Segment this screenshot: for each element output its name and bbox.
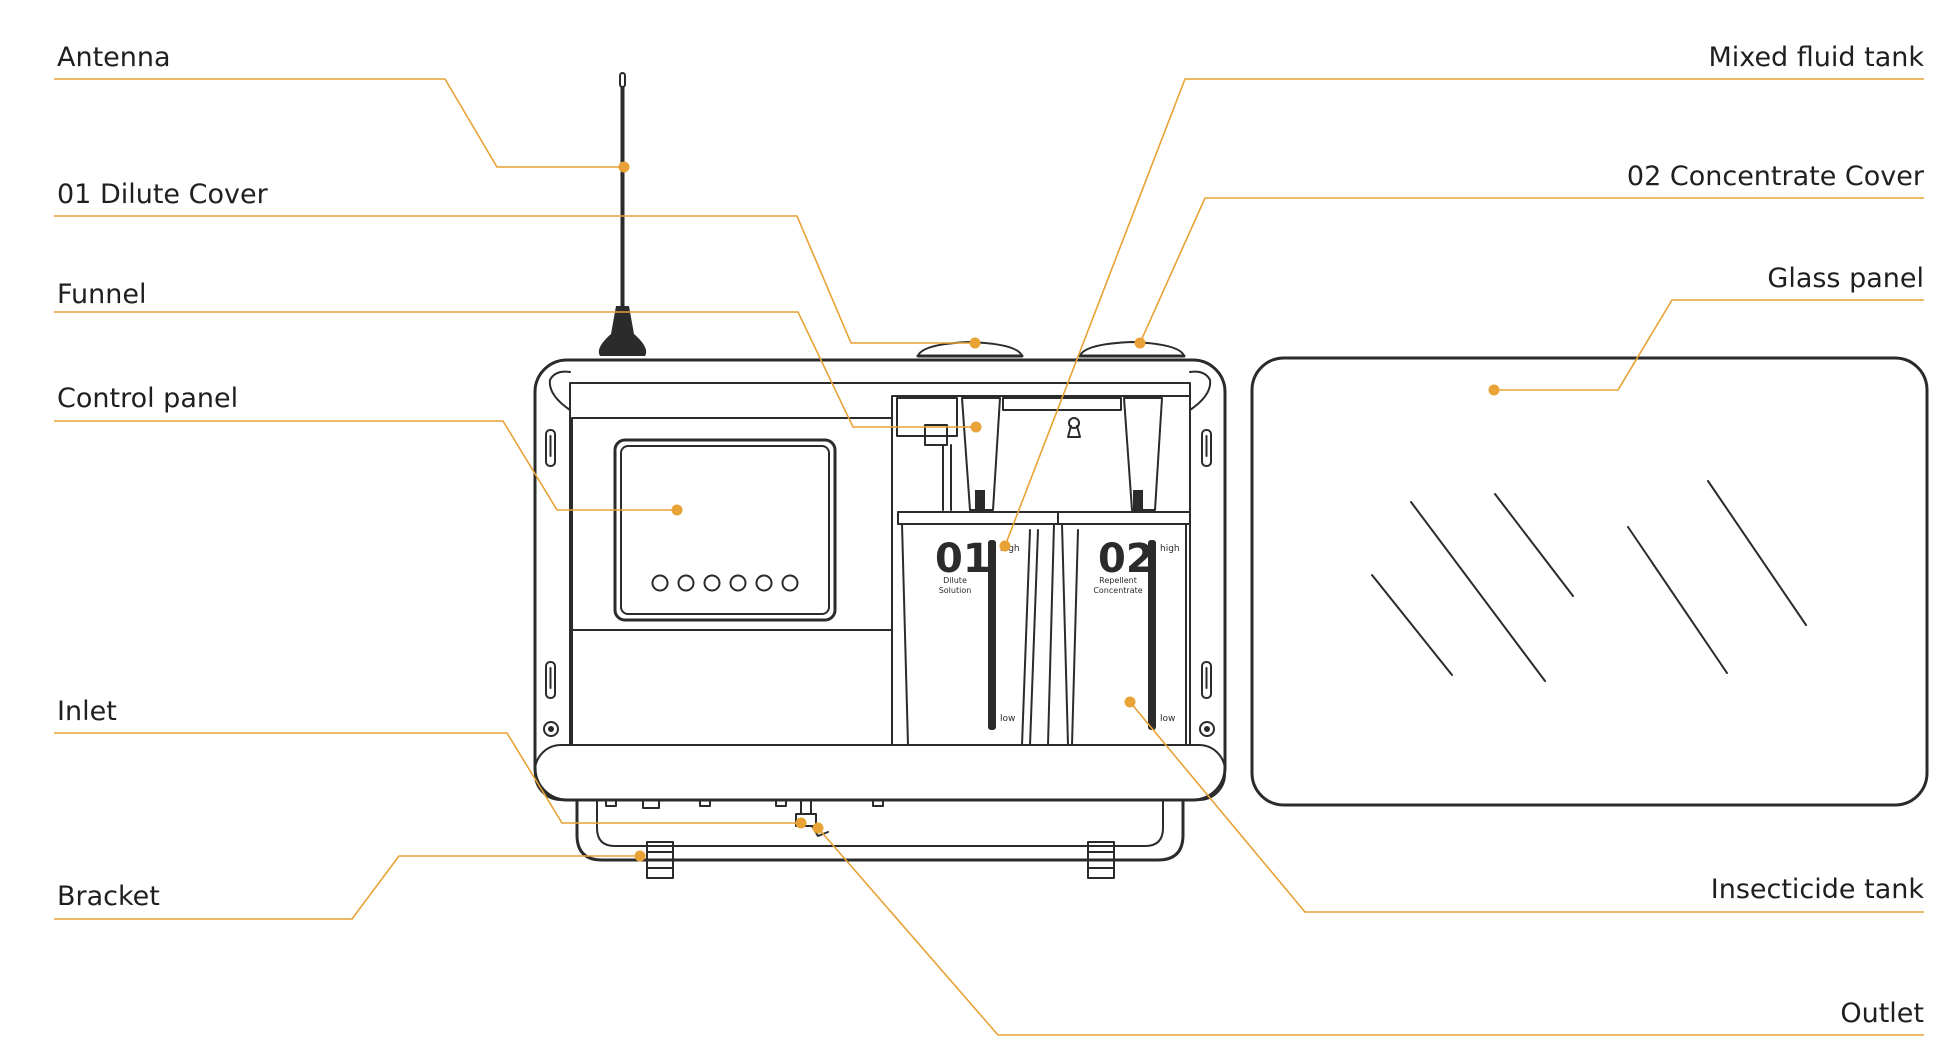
latch-right-top bbox=[1201, 429, 1212, 467]
latch-left-top bbox=[545, 429, 556, 467]
tank-02-label-line1: Repellent bbox=[1099, 576, 1137, 585]
leader-funnel bbox=[54, 311, 976, 428]
tank-01-label-line2: Solution bbox=[939, 586, 972, 595]
label-mixed-fluid-tank: Mixed fluid tank bbox=[1709, 42, 1925, 73]
label-funnel: Funnel bbox=[57, 279, 147, 310]
tank-02-number: 02 bbox=[1098, 536, 1154, 582]
leader-control-panel bbox=[54, 420, 677, 511]
leader-glass-panel bbox=[1494, 299, 1924, 391]
label-insecticide-tank: Insecticide tank bbox=[1711, 874, 1925, 905]
label-control-panel: Control panel bbox=[57, 383, 238, 414]
device: 01 Dilute Solution high low 02 Repellent… bbox=[533, 72, 1929, 879]
leader-concentrate-cover bbox=[1139, 197, 1924, 344]
dot-funnel bbox=[970, 421, 982, 433]
antenna-part bbox=[598, 72, 647, 356]
leader-bracket bbox=[54, 855, 640, 920]
latch-left-bottom bbox=[545, 661, 556, 699]
dot-antenna bbox=[618, 161, 630, 173]
dot-insecticide-tank bbox=[1124, 696, 1136, 708]
bracket-part bbox=[575, 798, 1185, 879]
leader-dilute-cover bbox=[54, 215, 975, 344]
tank-02: 02 Repellent Concentrate high low bbox=[1057, 511, 1191, 746]
callout-dots bbox=[618, 161, 1500, 862]
dot-inlet bbox=[795, 817, 807, 829]
tank-compartment bbox=[891, 395, 1191, 746]
tank-02-high: high bbox=[1160, 544, 1180, 554]
tank-02-label-line2: Concentrate bbox=[1093, 586, 1142, 595]
tank-01-low: low bbox=[1000, 714, 1015, 724]
label-glass-panel: Glass panel bbox=[1767, 263, 1924, 294]
dot-control-panel bbox=[671, 504, 683, 516]
tank-02-low: low bbox=[1160, 714, 1175, 724]
dot-bracket bbox=[634, 850, 646, 862]
leader-inlet bbox=[54, 732, 801, 824]
tank-01-number: 01 bbox=[935, 536, 991, 582]
label-bracket: Bracket bbox=[57, 881, 160, 912]
glass-reflection-lines bbox=[1371, 480, 1807, 682]
dot-concentrate-cover bbox=[1134, 337, 1146, 349]
label-inlet: Inlet bbox=[57, 696, 117, 727]
tank-01-high: high bbox=[1000, 544, 1020, 554]
bottom-ports bbox=[605, 799, 884, 837]
leader-antenna bbox=[54, 78, 624, 168]
dot-outlet bbox=[812, 822, 824, 834]
dot-dilute-cover bbox=[969, 337, 981, 349]
cover-02-part bbox=[1078, 341, 1186, 358]
control-buttons bbox=[651, 574, 799, 592]
leader-insecticide-tank bbox=[1129, 701, 1924, 913]
callout-labels: Antenna 01 Dilute Cover Funnel Control p… bbox=[57, 42, 1925, 1029]
control-panel-part bbox=[571, 417, 893, 746]
latch-right-bottom bbox=[1201, 661, 1212, 699]
label-dilute-cover: 01 Dilute Cover bbox=[57, 179, 269, 210]
leader-outlet bbox=[817, 827, 1924, 1036]
label-antenna: Antenna bbox=[57, 42, 171, 73]
tank-01-label-line1: Dilute bbox=[943, 576, 967, 585]
dot-glass-panel bbox=[1488, 384, 1500, 396]
callout-leaders bbox=[54, 78, 1924, 1036]
glass-panel-part bbox=[1250, 356, 1929, 807]
label-concentrate-cover: 02 Concentrate Cover bbox=[1627, 161, 1925, 192]
leader-mixed-fluid-tank bbox=[1004, 78, 1924, 547]
tank-01: 01 Dilute Solution high low bbox=[897, 511, 1059, 746]
label-outlet: Outlet bbox=[1840, 998, 1924, 1029]
dot-mixed-fluid-tank bbox=[999, 540, 1011, 552]
